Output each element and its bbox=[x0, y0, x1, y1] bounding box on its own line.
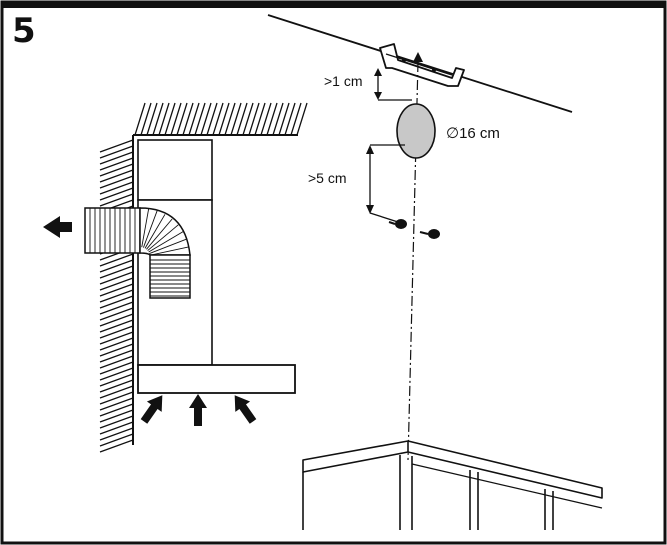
label-clearance-side: >5 cm bbox=[308, 170, 347, 186]
dimension-clearance-side bbox=[366, 144, 405, 223]
chimney-upper bbox=[137, 139, 213, 201]
label-duct-diameter: ∅16 cm bbox=[446, 125, 500, 142]
mounting-bracket bbox=[379, 43, 465, 87]
intake-arrow-icon bbox=[189, 394, 207, 426]
cooktop-cabinet bbox=[302, 440, 603, 530]
intake-arrow-icon bbox=[234, 395, 257, 424]
step-number: 5 bbox=[12, 11, 36, 51]
flexible-duct bbox=[84, 207, 191, 299]
hood-canopy bbox=[137, 364, 296, 394]
ceiling-hatching bbox=[134, 102, 308, 136]
side-view bbox=[43, 102, 308, 453]
center-line bbox=[407, 61, 419, 461]
label-clearance-top: >1 cm bbox=[324, 73, 363, 89]
mounting-view: >1 cm ∅16 cm >5 cm bbox=[267, 14, 603, 530]
intake-arrows bbox=[140, 394, 257, 426]
duct-opening bbox=[396, 103, 436, 159]
exhaust-arrow-icon bbox=[43, 216, 72, 238]
screw-icon bbox=[388, 219, 407, 229]
dimension-clearance-top bbox=[374, 68, 412, 101]
screw-icon bbox=[419, 229, 440, 239]
ceiling-line bbox=[267, 14, 573, 113]
intake-arrow-icon bbox=[140, 395, 163, 424]
